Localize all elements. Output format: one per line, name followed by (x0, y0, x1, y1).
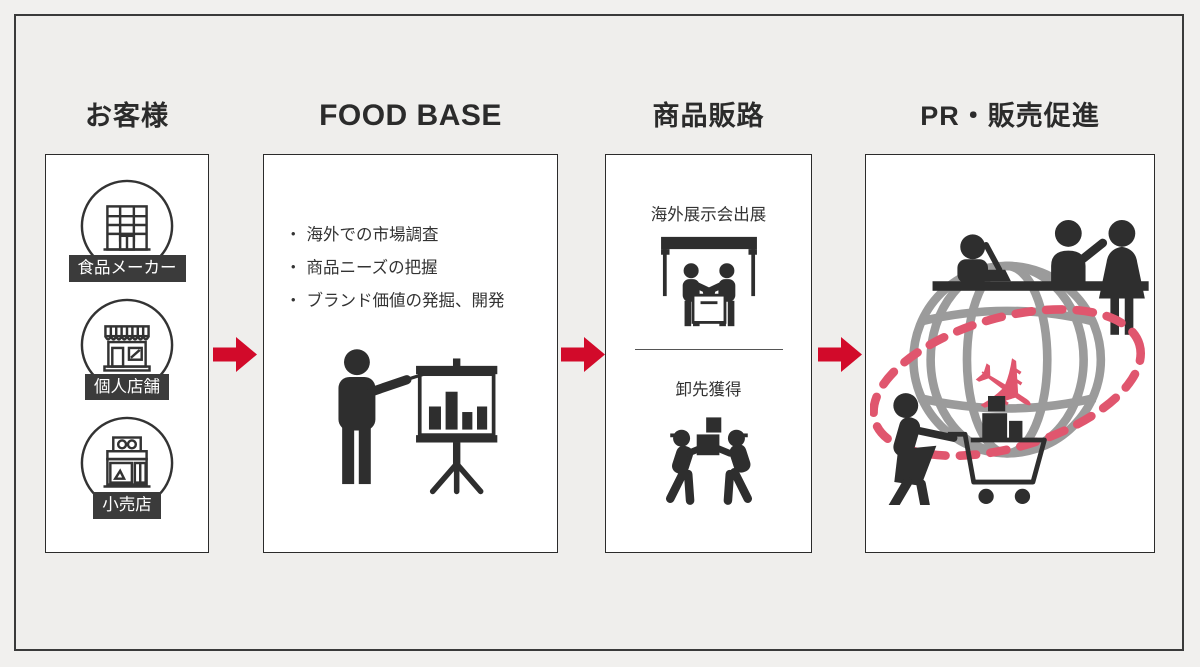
bullet-marker: ・ (285, 292, 302, 310)
column-title-customers: お客様 (85, 101, 169, 131)
bullet-text: 海外での市場調査 (306, 226, 439, 244)
customer-item-retail: 小売店 (78, 414, 176, 519)
bullet-list: ・ 海外での市場調査 ・ 商品ニーズの把握 ・ ブランド価値の発掘、開発 (285, 219, 557, 318)
laptop-icon (968, 242, 1011, 282)
bullet-text: 商品ニーズの把握 (306, 259, 438, 277)
section-divider (634, 349, 783, 350)
bullet-text: ブランド価値の発掘、開発 (306, 292, 505, 310)
flow-arrow-right-icon (561, 337, 605, 372)
carrying-boxes-icon (665, 417, 752, 505)
panel-pr-promotion: ✈ (865, 154, 1155, 553)
customer-label: 個人店舗 (85, 373, 169, 400)
customer-label: 食品メーカー (68, 255, 186, 282)
panel-sales-channels: 海外展示会出展 卸先獲得 (605, 154, 812, 553)
bullet-marker: ・ (285, 259, 302, 277)
flow-arrow-right-icon (213, 337, 257, 372)
bullet-item: ・ 海外での市場調査 (285, 219, 557, 252)
column-title-pr-promotion: PR・販売促進 (920, 101, 1100, 131)
column-title-sales-channels: 商品販路 (652, 101, 765, 131)
flow-arrow-right-icon (818, 337, 862, 372)
panel-food-base: ・ 海外での市場調査 ・ 商品ニーズの把握 ・ ブランド価値の発掘、開発 (263, 154, 558, 553)
bullet-item: ・ ブランド価値の発掘、開発 (285, 285, 557, 318)
shopping-cart-icon (947, 395, 1047, 505)
factory-building-icon (80, 179, 174, 273)
bullet-item: ・ 商品ニーズの把握 (285, 252, 557, 285)
exhibition-section-label: 海外展示会出展 (650, 206, 767, 224)
global-promotion-icon: ✈ (869, 199, 1150, 552)
bullet-marker: ・ (285, 226, 302, 244)
exhibition-booth-icon (660, 236, 757, 327)
globe-illustration: ✈ (869, 220, 1149, 520)
presenter-flipchart-icon (338, 349, 498, 495)
table-bar (932, 281, 1149, 291)
column-title-food-base: FOOD BASE (319, 99, 502, 132)
customer-label: 小売店 (93, 492, 161, 519)
panel-customers: 食品メーカー 個人店舗 (45, 154, 209, 553)
customer-item-food-maker: 食品メーカー (68, 177, 186, 282)
wholesale-section-label: 卸先獲得 (675, 381, 742, 399)
customer-item-private-shop: 個人店舗 (78, 296, 176, 400)
orbit-dashed-ellipse (869, 305, 1146, 461)
